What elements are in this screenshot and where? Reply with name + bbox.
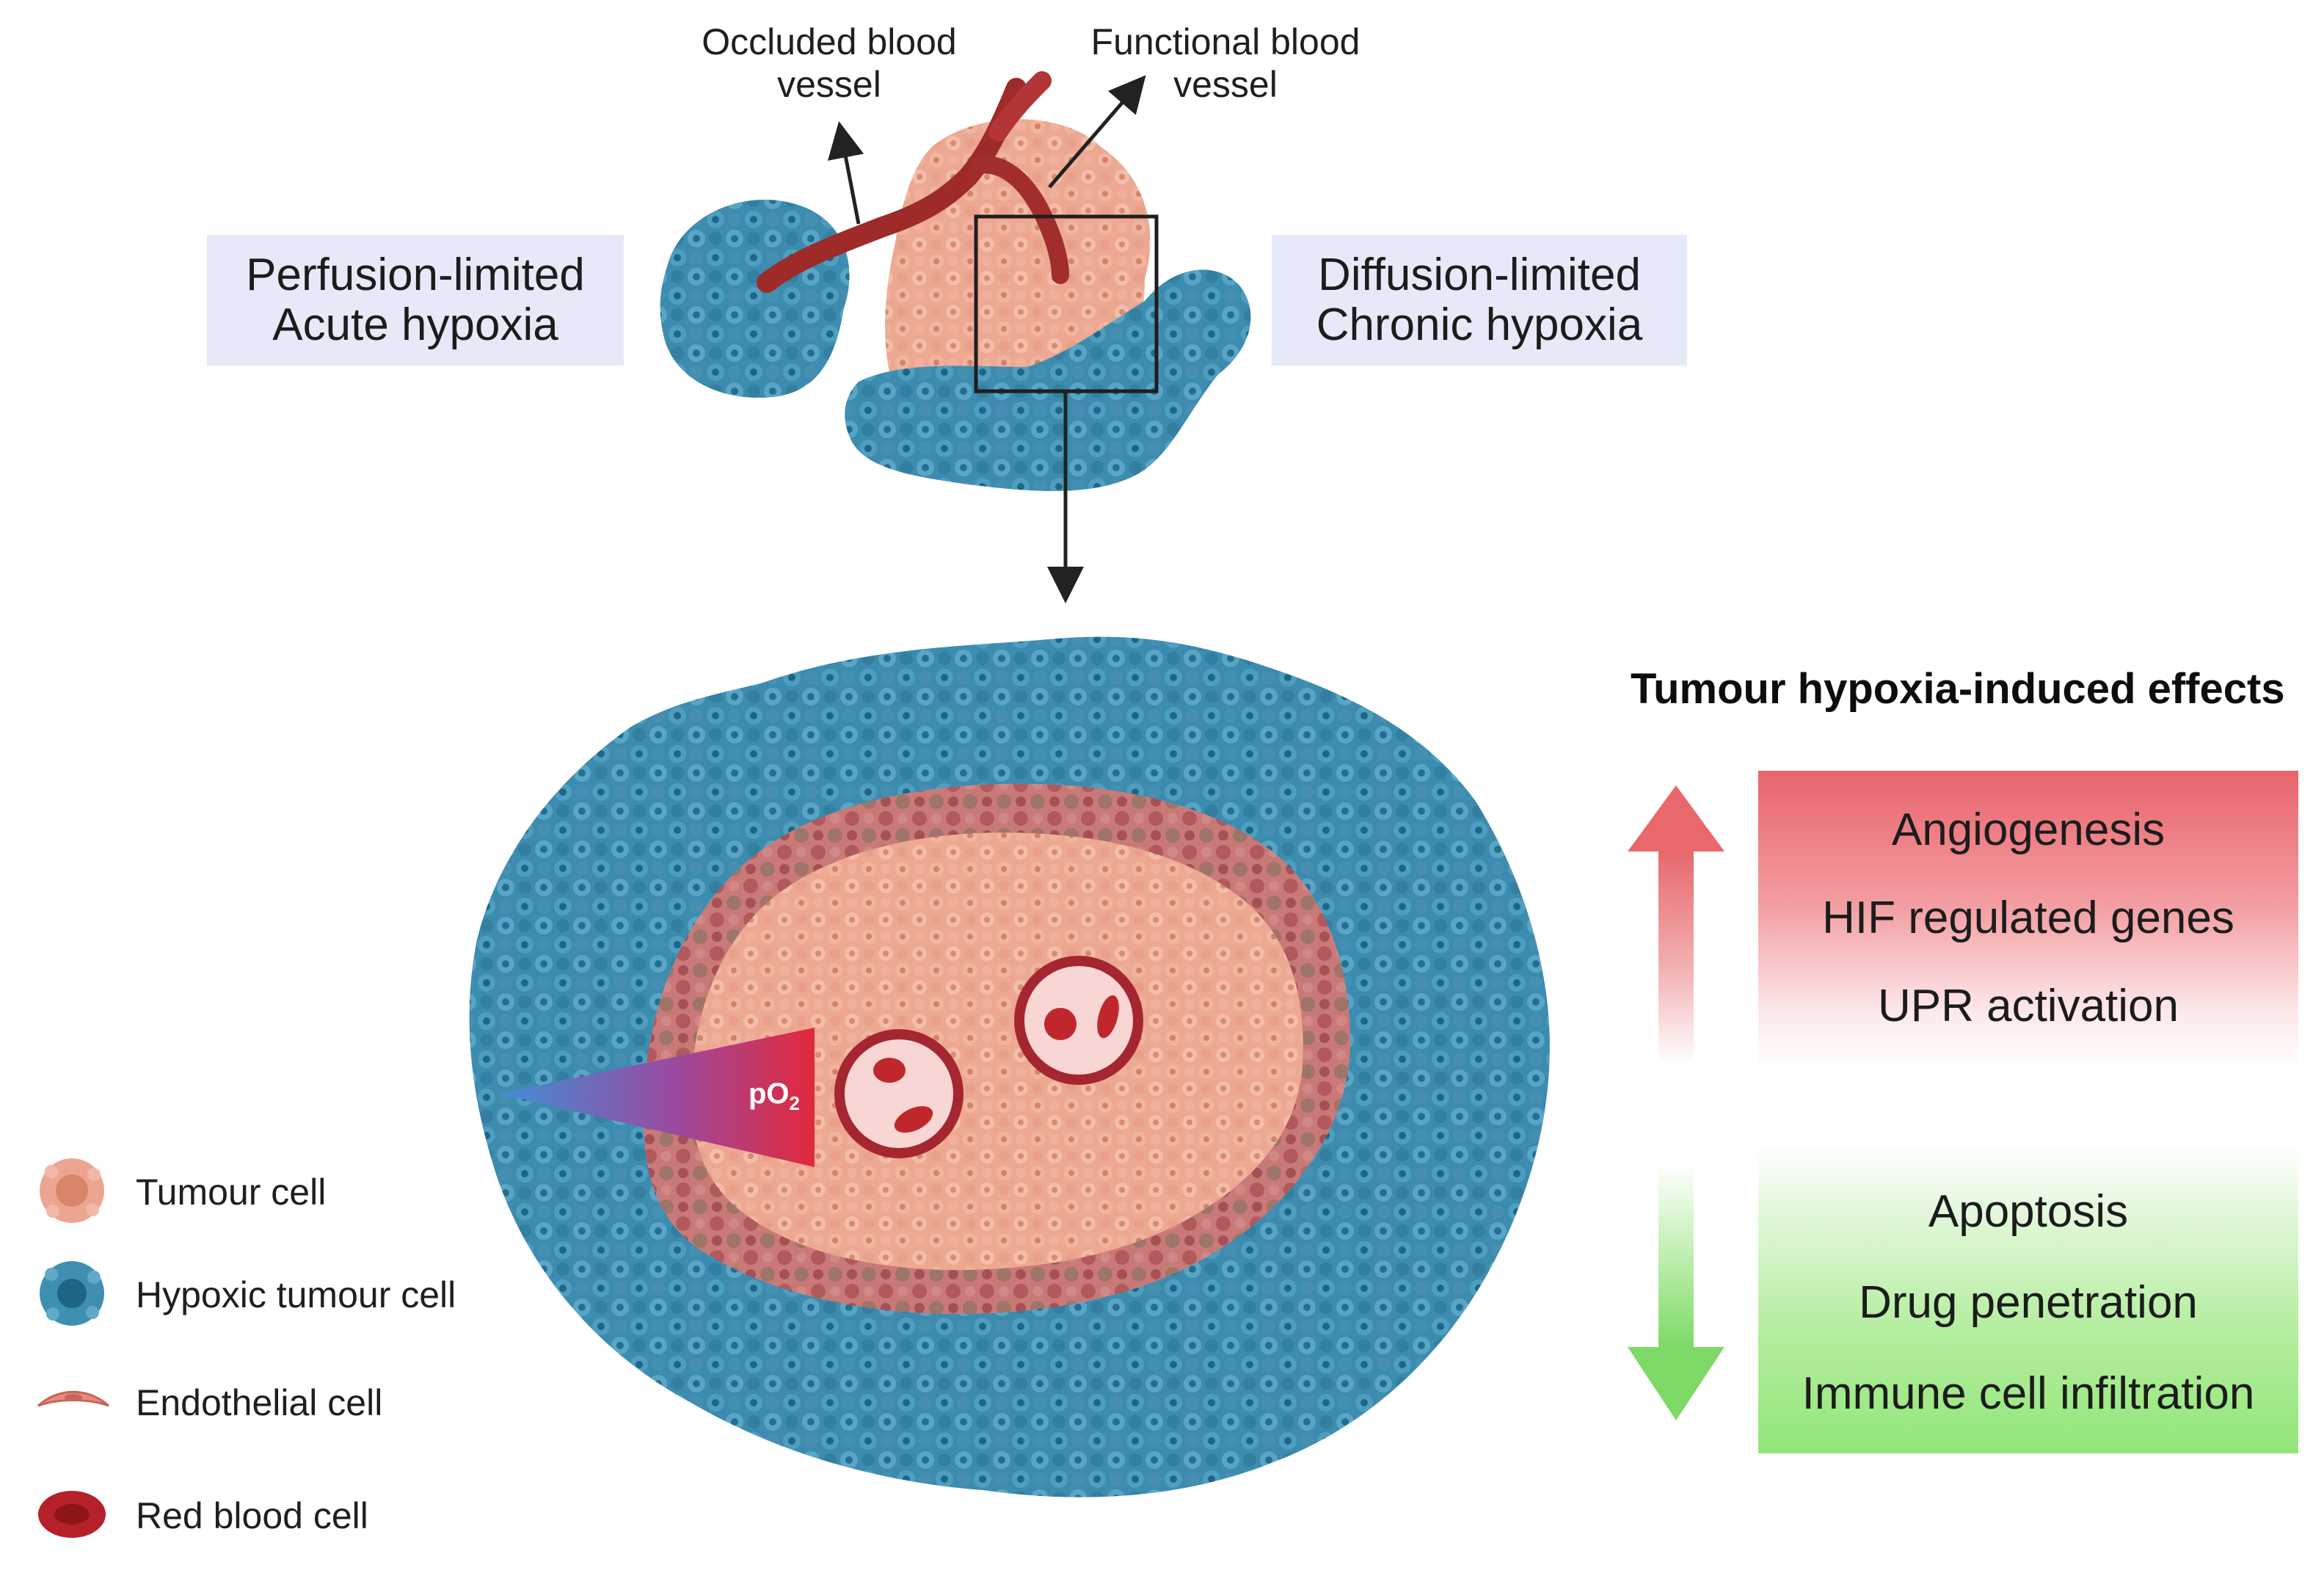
vessel-cross-section-right [1014, 956, 1143, 1085]
increased-effects-box: Angiogenesis HIF regulated genes UPR act… [1758, 771, 2298, 1072]
diffusion-line-1: Diffusion-limited [1318, 250, 1641, 300]
effects-title: Tumour hypoxia-induced effects [1631, 665, 2285, 713]
increase-arrow [1628, 785, 1724, 1064]
functional-vessel-label: Functional blood vessel [1057, 21, 1394, 106]
effect-angiogenesis: Angiogenesis [1891, 804, 2165, 855]
functional-blood-vessel [971, 156, 1069, 284]
effect-apoptosis: Apoptosis [1928, 1185, 2129, 1237]
diffusion-limited-box: Diffusion-limited Chronic hypoxia [1272, 235, 1687, 366]
legend-endothelial-cell: Endothelial cell [136, 1382, 383, 1423]
occluded-blood-vessel [757, 78, 1027, 293]
occluded-vessel-label: Occluded blood vessel [660, 21, 998, 106]
legend-hypoxic-tumour-cell: Hypoxic tumour cell [136, 1274, 456, 1315]
endothelial-cell-icon [37, 1390, 109, 1407]
legend-red-blood-cell: Red blood cell [136, 1495, 368, 1536]
occluded-vessel-line-2: vessel [777, 64, 881, 105]
red-blood-cell-icon [38, 1491, 106, 1538]
small-tumour-bottom-hypoxic-band [845, 269, 1251, 491]
large-tumour-oxygenated-core [691, 832, 1303, 1270]
hypoxic-cell-icon [40, 1261, 104, 1326]
effect-immune-infiltration: Immune cell infiltration [1802, 1368, 2255, 1419]
effect-drug-penetration: Drug penetration [1859, 1277, 2198, 1328]
functional-vessel-line-2: vessel [1173, 64, 1278, 105]
legend-tumour-cell: Tumour cell [136, 1172, 327, 1213]
perfusion-limited-box: Perfusion-limited Acute hypoxia [207, 235, 624, 366]
functional-vessel-arrow [1048, 75, 1146, 189]
occluded-vessel-line-1: Occluded blood [702, 21, 957, 62]
decreased-effects-box: Apoptosis Drug penetration Immune cell i… [1758, 1145, 2298, 1453]
large-tumour: pO2 [469, 636, 1550, 1497]
po2-gradient-wedge [499, 1028, 815, 1167]
occluded-vessel-arrow [828, 121, 864, 225]
decrease-arrow [1628, 1163, 1724, 1420]
vessel-trunk [988, 71, 1052, 142]
vessel-cross-section-left [834, 1029, 964, 1158]
effect-hif-genes: HIF regulated genes [1822, 892, 2234, 943]
po2-label: pO2 [748, 1078, 800, 1114]
perfusion-line-1: Perfusion-limited [246, 250, 585, 300]
perfusion-line-2: Acute hypoxia [272, 299, 558, 350]
small-tumour-left-hypoxic-lobe [660, 199, 850, 398]
tumour-cell-icon [40, 1158, 104, 1223]
effect-upr-activation: UPR activation [1877, 980, 2179, 1031]
functional-vessel-line-1: Functional blood [1090, 21, 1360, 62]
diffusion-line-2: Chronic hypoxia [1316, 299, 1643, 350]
small-tumour [660, 71, 1251, 491]
